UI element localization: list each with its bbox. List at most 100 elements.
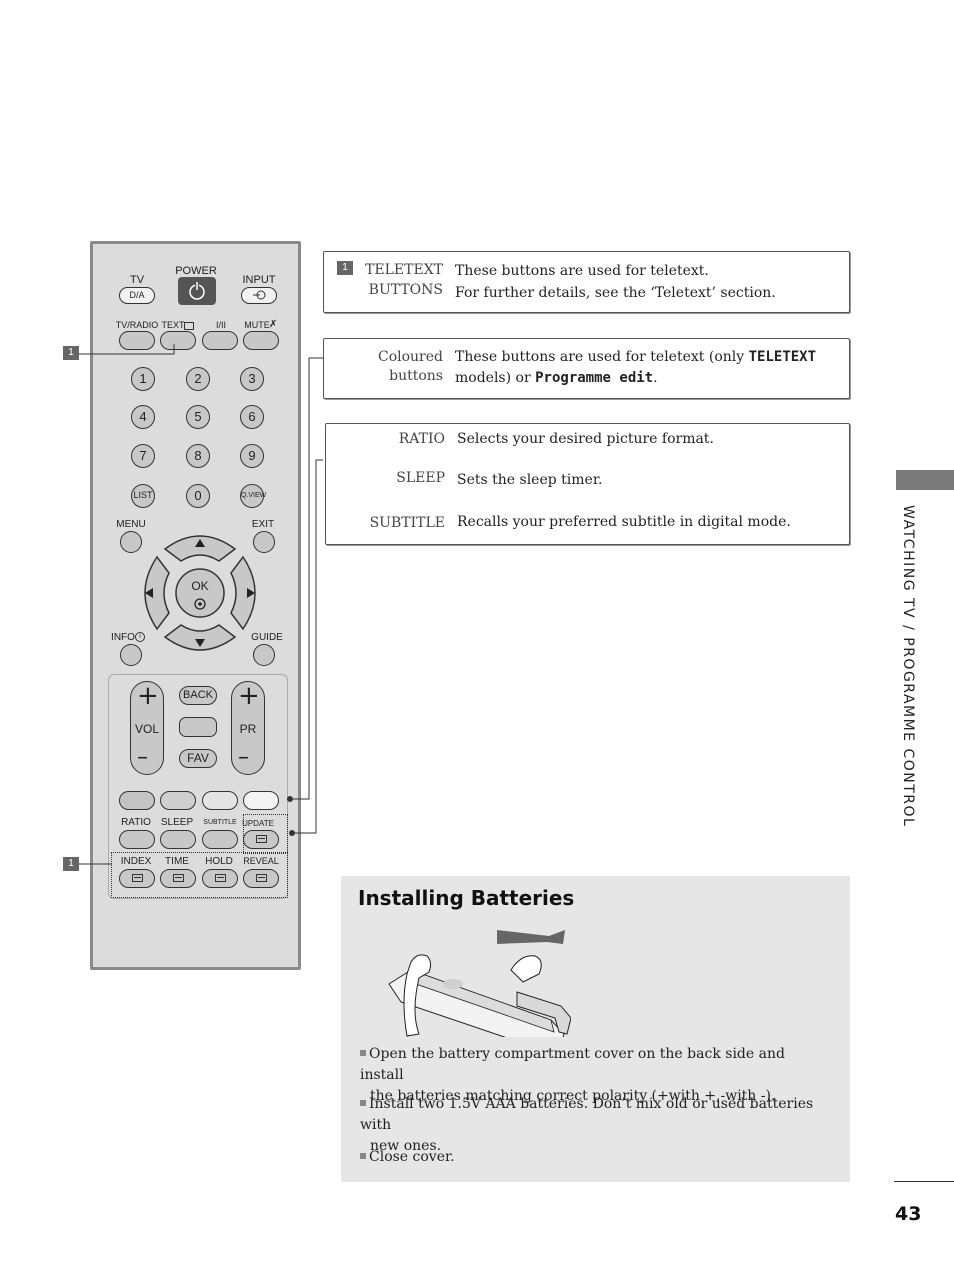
- input-button[interactable]: [241, 287, 277, 304]
- battery-step-1-line-2: the batteries matching correct polarity …: [370, 1088, 776, 1104]
- subtitle-function-text: Recalls your preferred subtitle in digit…: [457, 514, 791, 530]
- back-button[interactable]: BACK: [179, 686, 217, 705]
- guide-button[interactable]: [253, 644, 275, 666]
- sleep-button[interactable]: [160, 830, 196, 849]
- time-button[interactable]: [160, 869, 196, 888]
- teletext-time-icon: [173, 874, 184, 882]
- tvradio-button[interactable]: [119, 331, 155, 350]
- tvradio-label: TV/RADIO: [115, 320, 159, 330]
- green-button[interactable]: [160, 791, 196, 810]
- coloured-box-label-1: Coloured: [377, 349, 443, 365]
- digit-5-button[interactable]: 5: [186, 405, 210, 429]
- fav-button[interactable]: FAV: [179, 749, 217, 768]
- red-button[interactable]: [119, 791, 155, 810]
- nav-down-button[interactable]: [163, 624, 237, 651]
- nav-left-button[interactable]: [144, 555, 170, 631]
- power-button[interactable]: [178, 277, 216, 305]
- battery-step-2-line-2: new ones.: [370, 1138, 442, 1154]
- teletext-index-icon: [132, 874, 143, 882]
- battery-step-3: Close cover.: [360, 1147, 830, 1168]
- teletext-reveal-icon: [256, 874, 267, 882]
- ok-label: OK: [191, 579, 209, 593]
- coloured-box-text-1-prefix: These buttons are used for teletext (onl…: [455, 349, 749, 365]
- hold-label: HOLD: [205, 856, 233, 867]
- guide-label: GUIDE: [251, 632, 283, 643]
- info-label: INFO: [111, 632, 135, 643]
- battery-step-1-line-1: Open the battery compartment cover on th…: [360, 1046, 785, 1083]
- arrow-right-icon: [247, 588, 255, 598]
- digit-4-button[interactable]: 4: [131, 405, 155, 429]
- section-title-vertical: WATCHING TV / PROGRAMME CONTROL: [900, 505, 916, 828]
- text-button[interactable]: [160, 331, 196, 350]
- sleep-function-label: SLEEP: [396, 470, 445, 486]
- digit-9-button[interactable]: 9: [240, 444, 264, 468]
- nav-right-button[interactable]: [230, 555, 256, 631]
- digit-6-button[interactable]: 6: [240, 405, 264, 429]
- info-button[interactable]: [120, 644, 142, 666]
- nav-up-button[interactable]: [163, 535, 237, 562]
- teletext-group-outline: [111, 852, 288, 898]
- digit-7-button[interactable]: 7: [131, 444, 155, 468]
- teletext-box-label-1: TELETEXT: [365, 262, 443, 278]
- teletext-box-number: 1: [337, 261, 353, 275]
- battery-step-3-line-1: Close cover.: [369, 1149, 455, 1165]
- blue-button[interactable]: [243, 791, 279, 810]
- mute-button[interactable]: [243, 331, 279, 350]
- pr-label: PR: [239, 722, 257, 736]
- info-icon: i: [135, 632, 145, 642]
- coloured-box-text-2-suffix: .: [653, 370, 658, 386]
- power-icon: [189, 282, 205, 300]
- teletext-box-text-2: For further details, see the ‘Teletext’ …: [455, 285, 776, 301]
- section-tab: [896, 470, 954, 490]
- coloured-box-text-2: models) or Programme edit.: [455, 367, 658, 389]
- input-label: INPUT: [242, 274, 276, 286]
- index-label: INDEX: [120, 856, 152, 867]
- subtitle-button[interactable]: [202, 830, 238, 849]
- ratio-button[interactable]: [119, 830, 155, 849]
- callout-number-text: 1: [63, 346, 79, 360]
- list-button[interactable]: LIST: [131, 484, 155, 508]
- page-number: 43: [895, 1203, 922, 1225]
- coloured-buttons-box: Coloured buttons These buttons are used …: [323, 338, 850, 399]
- digit-0-button[interactable]: 0: [186, 484, 210, 508]
- digit-1-button[interactable]: 1: [131, 367, 155, 391]
- callout-number-teletext: 1: [63, 857, 79, 871]
- arrow-up-icon: [195, 539, 205, 547]
- functions-box: RATIO Selects your desired picture forma…: [325, 423, 850, 545]
- hold-button[interactable]: [202, 869, 238, 888]
- ok-dot-icon: [194, 598, 206, 610]
- tv-da-button[interactable]: D/A: [119, 287, 155, 304]
- battery-step-1: Open the battery compartment cover on th…: [360, 1044, 830, 1107]
- update-group-outline: [243, 814, 288, 854]
- volume-rocker[interactable]: [130, 681, 164, 775]
- bullet-square-icon: [360, 1050, 366, 1056]
- navigation-pad: [144, 535, 256, 651]
- page-number-rule: [894, 1181, 954, 1182]
- reveal-label: REVEAL: [243, 856, 279, 866]
- exit-button[interactable]: [253, 531, 275, 553]
- programme-rocker[interactable]: [231, 681, 265, 775]
- coloured-box-label-2: buttons: [389, 368, 443, 384]
- digit-2-button[interactable]: 2: [186, 367, 210, 391]
- subtitle-label: SUBTITLE: [203, 819, 237, 826]
- menu-button[interactable]: [120, 531, 142, 553]
- reveal-button[interactable]: [243, 869, 279, 888]
- digit-3-button[interactable]: 3: [240, 367, 264, 391]
- yellow-button[interactable]: [202, 791, 238, 810]
- teletext-buttons-box: 1 TELETEXT BUTTONS These buttons are use…: [323, 251, 850, 313]
- digit-8-button[interactable]: 8: [186, 444, 210, 468]
- volume-down-icon: –: [137, 745, 148, 770]
- qview-button[interactable]: Q.VIEW: [240, 484, 266, 508]
- sleep-function-text: Sets the sleep timer.: [457, 472, 603, 488]
- index-button[interactable]: [119, 869, 155, 888]
- ok-button[interactable]: [175, 568, 225, 618]
- update-label: UPDATE: [242, 819, 274, 828]
- mute-icon: ✗: [269, 319, 278, 330]
- center-button[interactable]: [179, 717, 217, 737]
- time-label: TIME: [165, 856, 189, 867]
- arrow-left-icon: [145, 588, 153, 598]
- i-ii-button[interactable]: [202, 331, 238, 350]
- teletext-update-icon: [256, 835, 267, 843]
- teletext-box-label-2: BUTTONS: [368, 282, 443, 298]
